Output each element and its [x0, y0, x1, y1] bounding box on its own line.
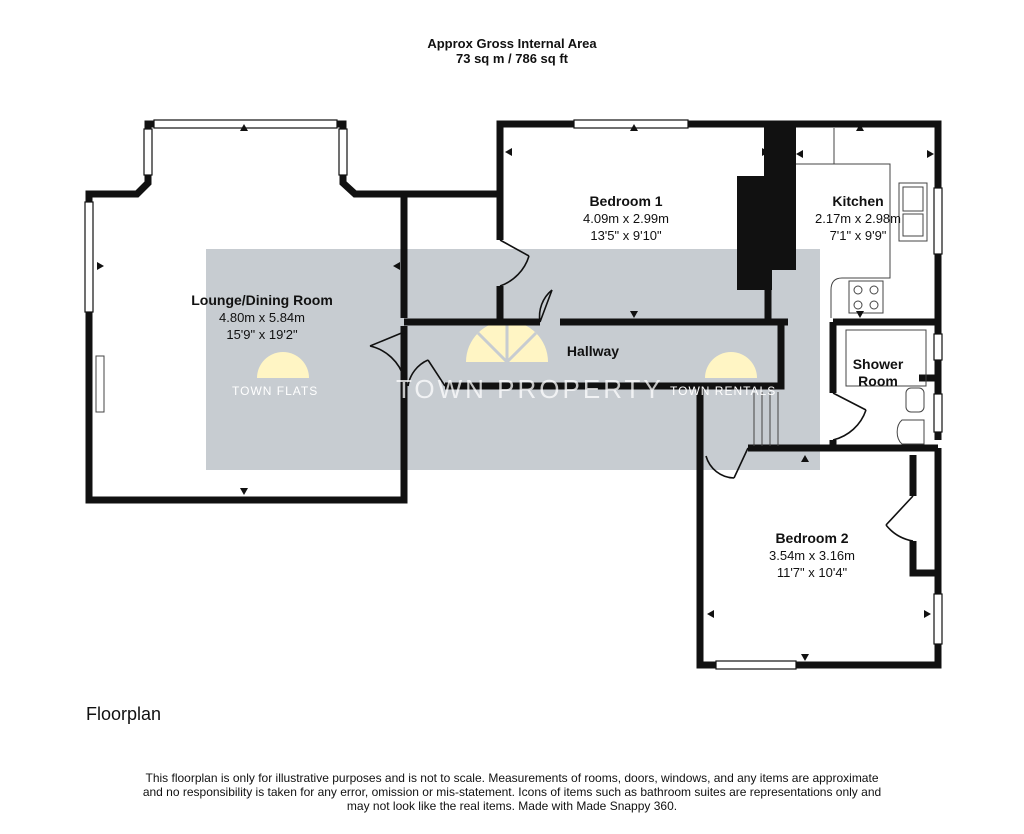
hob-icon [848, 280, 884, 314]
room-kitchen: Kitchen 2.17m x 2.98m 7'1" x 9'9" [800, 193, 916, 244]
kitchen-fittings [796, 128, 928, 318]
room-lounge: Lounge/Dining Room 4.80m x 5.84m 15'9" x… [150, 292, 374, 343]
room-bedroom-2-name: Bedroom 2 [775, 530, 849, 546]
room-lounge-imperial: 15'9" x 19'2" [226, 327, 298, 342]
room-bedroom-1-metric: 4.09m x 2.99m [583, 211, 669, 226]
area-value: 73 sq m / 786 sq ft [456, 51, 568, 66]
chimney-breast [737, 124, 796, 290]
room-bedroom-2-imperial: 11'7" x 10'4" [776, 565, 848, 580]
room-lounge-metric: 4.80m x 5.84m [219, 310, 305, 325]
room-kitchen-metric: 2.17m x 2.98m [815, 211, 901, 226]
room-bedroom-1: Bedroom 1 4.09m x 2.99m 13'5" x 9'10" [548, 193, 704, 244]
room-bedroom-2: Bedroom 2 3.54m x 3.16m 11'7" x 10'4" [734, 530, 890, 581]
room-hallway: Hallway [552, 343, 634, 360]
toilet-icon [896, 419, 925, 445]
shower-tray-icon [845, 329, 927, 387]
room-shower-name-2: Room [858, 373, 898, 389]
watermark-left: TOWN FLATS [232, 384, 319, 398]
dimension-arrows [97, 124, 934, 661]
floorplan-caption: Floorplan [86, 704, 162, 724]
room-lounge-name: Lounge/Dining Room [191, 292, 333, 308]
stairs [753, 392, 779, 446]
doors [369, 239, 914, 542]
room-kitchen-imperial: 7'1" x 9'9" [829, 228, 887, 243]
room-bedroom-1-imperial: 13'5" x 9'10" [590, 228, 662, 243]
disclaimer: This floorplan is only for illustrative … [100, 771, 924, 813]
room-bedroom-1-name: Bedroom 1 [589, 193, 663, 209]
room-shower: Shower Room [840, 356, 916, 390]
windows [84, 119, 943, 670]
area-header: Approx Gross Internal Area 73 sq m / 786… [0, 36, 1024, 66]
sun-logo-center [466, 321, 548, 364]
basin-icon [905, 387, 925, 413]
disclaimer-line-3: may not look like the real items. Made w… [346, 799, 678, 813]
watermark-center: TOWN PROPERTY [396, 374, 664, 404]
sink-icon [898, 182, 928, 242]
room-kitchen-name: Kitchen [832, 193, 884, 209]
room-bedroom-2-metric: 3.54m x 3.16m [769, 548, 855, 563]
fireplace-icon [95, 355, 105, 413]
area-title: Approx Gross Internal Area [427, 36, 597, 51]
room-shower-name-1: Shower [852, 356, 904, 372]
disclaimer-line-1: This floorplan is only for illustrative … [145, 771, 879, 785]
room-hallway-name: Hallway [566, 343, 620, 359]
watermark-right: TOWN RENTALS [670, 384, 777, 398]
shower-fittings [845, 329, 927, 445]
sun-logo-right [705, 352, 757, 378]
sun-logo-left [257, 352, 309, 378]
disclaimer-line-2: and no responsibility is taken for any e… [142, 785, 882, 799]
